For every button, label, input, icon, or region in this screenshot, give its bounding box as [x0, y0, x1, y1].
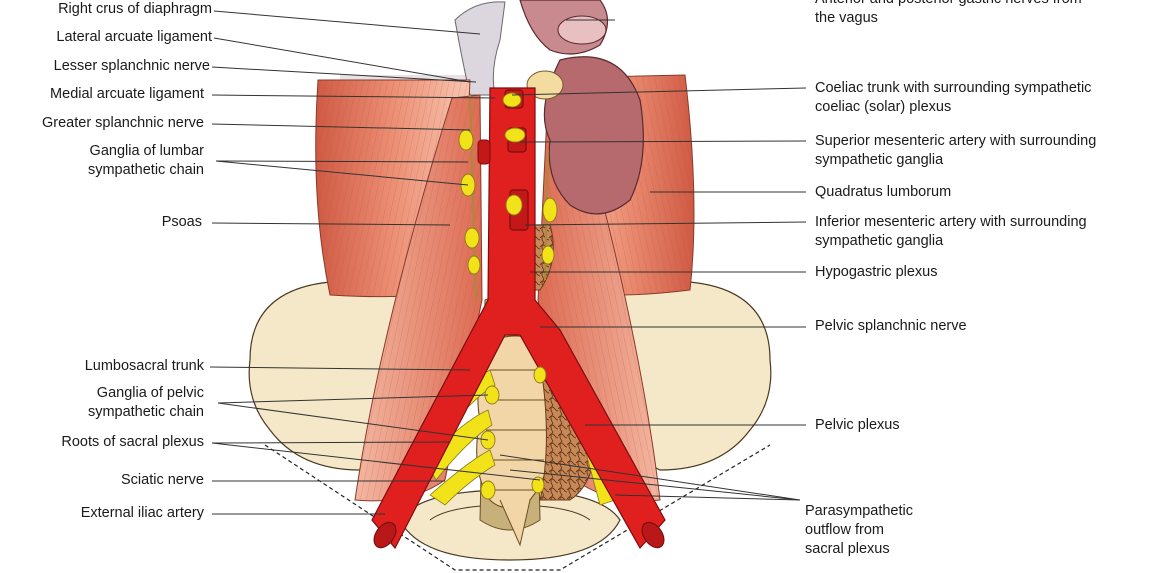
label-pelvic-splanchnic: Pelvic splanchnic nerve: [815, 317, 967, 336]
oesophagus: [520, 0, 608, 54]
renal-artery-stub: [478, 140, 490, 164]
label-right-crus: Right crus of diaphragm: [58, 0, 212, 19]
label-hypogastric: Hypogastric plexus: [815, 263, 938, 282]
label-superior-mesenteric: Superior mesenteric artery with surround…: [815, 132, 1096, 170]
label-sciatic: Sciatic nerve: [121, 471, 204, 490]
label-sacral-roots: Roots of sacral plexus: [61, 433, 204, 452]
label-pelvic-plexus: Pelvic plexus: [815, 416, 900, 435]
label-greater-splanchnic: Greater splanchnic nerve: [42, 114, 204, 133]
label-gastric-nerves: Anterior and posterior gastric nerves fr…: [815, 0, 1082, 28]
label-external-iliac: External iliac artery: [81, 504, 204, 523]
label-psoas: Psoas: [162, 213, 202, 232]
label-lesser-splanchnic: Lesser splanchnic nerve: [54, 57, 210, 76]
label-quadratus: Quadratus lumborum: [815, 183, 951, 202]
label-lumbosacral-trunk: Lumbosacral trunk: [85, 357, 204, 376]
label-lateral-arcuate: Lateral arcuate ligament: [56, 28, 212, 47]
label-inferior-mesenteric: Inferior mesenteric artery with surround…: [815, 213, 1087, 251]
label-coeliac-trunk: Coeliac trunk with surrounding sympathet…: [815, 79, 1091, 117]
label-medial-arcuate: Medial arcuate ligament: [50, 85, 204, 104]
